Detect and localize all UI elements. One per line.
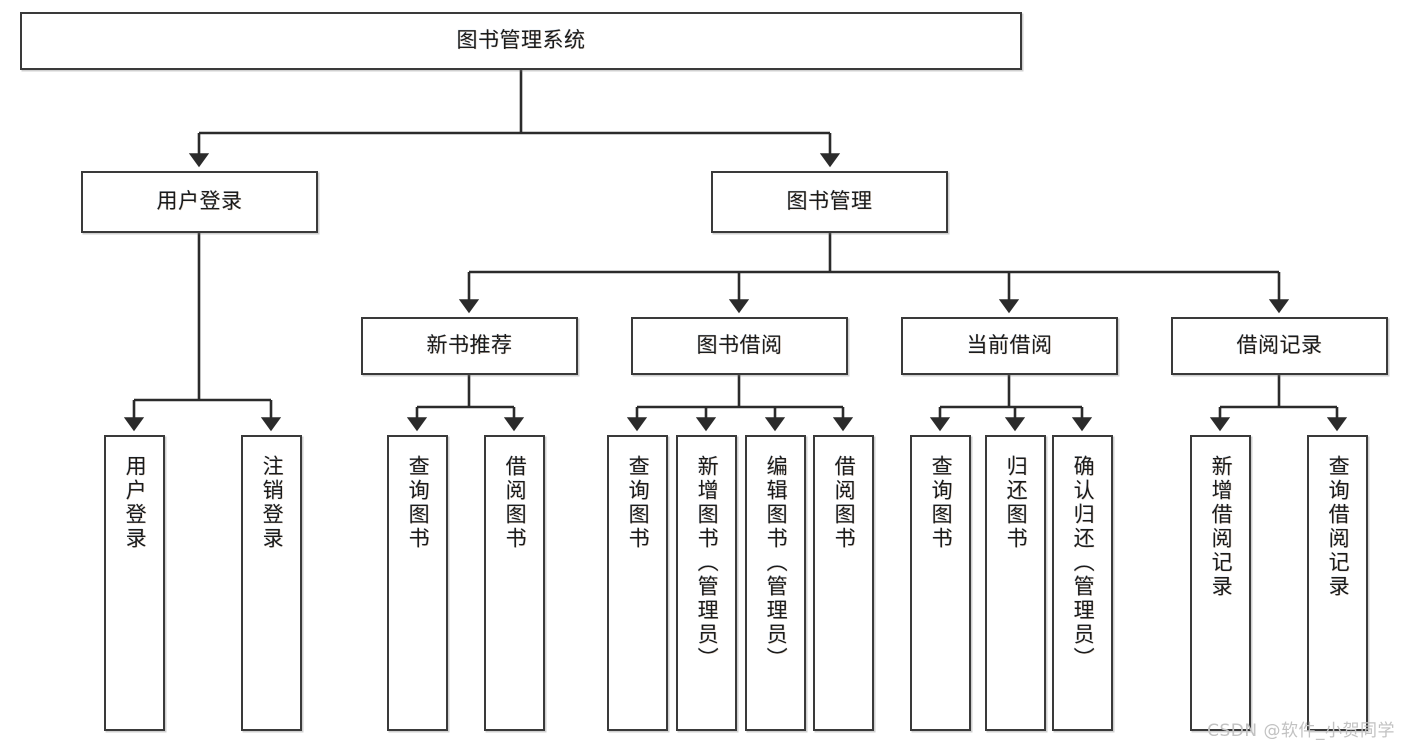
node-label: 用户登录 [156, 189, 243, 214]
edges-newbook-to-leaves [406, 375, 525, 432]
leaf-node-add-book-admin[interactable]: 新增图书（管理员） [676, 435, 737, 731]
node-user-login[interactable]: 用户登录 [81, 171, 318, 233]
leaf-node-return-book[interactable]: 归还图书 [985, 435, 1046, 731]
node-root-system[interactable]: 图书管理系统 [20, 12, 1022, 70]
node-label: 借阅图书 [832, 455, 857, 551]
leaf-node-borrow-book-2[interactable]: 借阅图书 [813, 435, 874, 731]
node-label: 图书借阅 [696, 333, 783, 358]
node-label: 当前借阅 [966, 333, 1053, 358]
leaf-node-query-book-3[interactable]: 查询图书 [910, 435, 971, 731]
leaf-node-add-borrow-record[interactable]: 新增借阅记录 [1190, 435, 1251, 731]
leaf-node-query-borrow-record[interactable]: 查询借阅记录 [1307, 435, 1368, 731]
edges-userlogin-to-leaves [123, 233, 282, 432]
edges-root-to-level2 [188, 70, 841, 168]
node-borrow-record[interactable]: 借阅记录 [1171, 317, 1388, 375]
leaf-node-confirm-return-admin[interactable]: 确认归还（管理员） [1052, 435, 1113, 731]
node-label: 编辑图书（管理员） [764, 455, 789, 671]
edges-bookborrow-to-leaves [626, 375, 854, 432]
leaf-node-query-book-1[interactable]: 查询图书 [387, 435, 448, 731]
node-current-borrow[interactable]: 当前借阅 [901, 317, 1118, 375]
node-new-book-recommendation[interactable]: 新书推荐 [361, 317, 578, 375]
csdn-watermark: CSDN @软件_小贺同学 [1207, 721, 1395, 741]
node-label: 新增借阅记录 [1209, 455, 1234, 599]
node-label: 查询借阅记录 [1326, 455, 1351, 599]
node-label: 查询图书 [406, 455, 431, 551]
edges-currentborrow-to-leaves [929, 375, 1093, 432]
edges-borrowrecord-to-leaves [1209, 375, 1348, 432]
node-label: 查询图书 [626, 455, 651, 551]
leaf-node-query-book-2[interactable]: 查询图书 [607, 435, 668, 731]
node-book-management[interactable]: 图书管理 [711, 171, 948, 233]
node-label: 图书管理系统 [456, 28, 586, 53]
node-label: 新增图书（管理员） [695, 455, 720, 671]
leaf-node-user-login[interactable]: 用户登录 [104, 435, 165, 731]
node-label: 用户登录 [123, 455, 148, 551]
node-label: 确认归还（管理员） [1071, 455, 1096, 671]
node-label: 注销登录 [260, 455, 285, 551]
node-label: 借阅记录 [1236, 333, 1323, 358]
node-label: 图书管理 [786, 189, 873, 214]
leaf-node-logout[interactable]: 注销登录 [241, 435, 302, 731]
node-label: 查询图书 [929, 455, 954, 551]
node-book-borrow[interactable]: 图书借阅 [631, 317, 848, 375]
leaf-node-borrow-book-1[interactable]: 借阅图书 [484, 435, 545, 731]
edges-bookmgmt-to-level3 [458, 233, 1290, 314]
leaf-node-edit-book-admin[interactable]: 编辑图书（管理员） [745, 435, 806, 731]
node-label: 新书推荐 [426, 333, 513, 358]
node-label: 归还图书 [1004, 455, 1029, 551]
node-label: 借阅图书 [503, 455, 528, 551]
